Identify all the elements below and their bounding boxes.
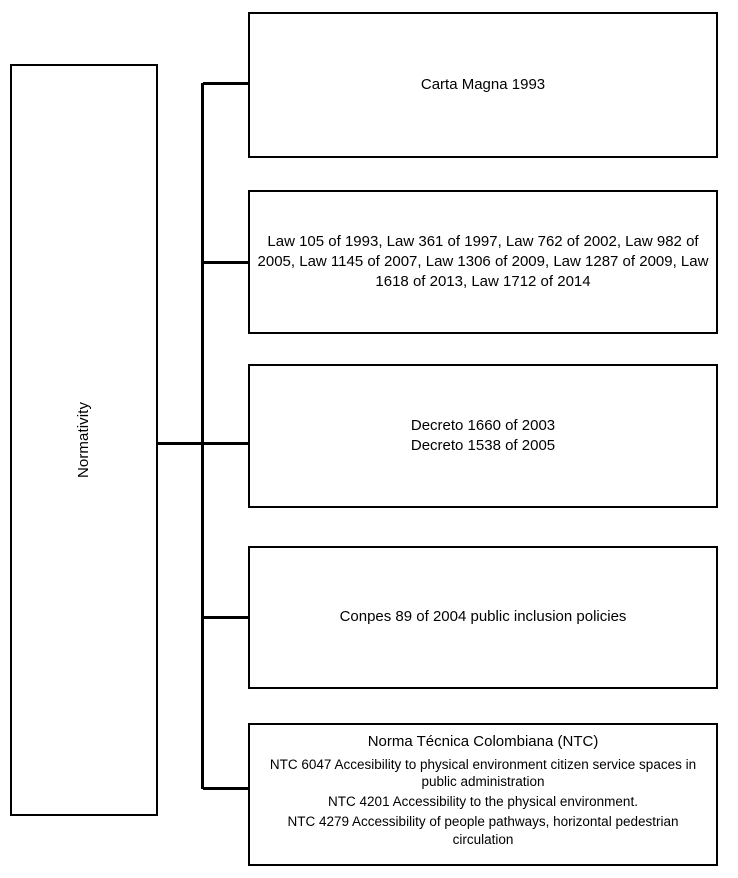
connector-branch-5 — [203, 787, 248, 790]
node-carta-magna[interactable]: Carta Magna 1993 — [248, 12, 718, 158]
node-decretos[interactable]: Decreto 1660 of 2003 Decreto 1538 of 200… — [248, 364, 718, 508]
node-ntc-item-6047: NTC 6047 Accesibility to physical enviro… — [269, 756, 697, 790]
connector-vertical-trunk — [201, 83, 204, 789]
connector-branch-4 — [203, 616, 248, 619]
connector-branch-1 — [203, 82, 248, 85]
node-ntc-title: Norma Técnica Colombiana (NTC) — [367, 733, 599, 750]
node-ntc-item-4201: NTC 4201 Accessibility to the physical e… — [328, 794, 638, 810]
root-node-label: Normativity — [74, 401, 92, 479]
connector-root-to-trunk — [157, 442, 203, 445]
node-carta-magna-label: Carta Magna 1993 — [420, 75, 546, 93]
connector-branch-3 — [203, 442, 248, 445]
node-conpes[interactable]: Conpes 89 of 2004 public inclusion polic… — [248, 546, 718, 689]
node-laws-label: Law 105 of 1993, Law 361 of 1997, Law 76… — [257, 232, 709, 291]
node-conpes-label: Conpes 89 of 2004 public inclusion polic… — [339, 608, 627, 626]
root-node-normativity[interactable]: Normativity — [10, 64, 158, 816]
node-ntc-item-4279: NTC 4279 Accessibility of people pathway… — [287, 814, 679, 848]
node-decretos-label: Decreto 1660 of 2003 Decreto 1538 of 200… — [410, 416, 556, 454]
connector-branch-2 — [203, 261, 248, 264]
node-ntc[interactable]: Norma Técnica Colombiana (NTC) NTC 6047 … — [248, 723, 718, 866]
node-laws[interactable]: Law 105 of 1993, Law 361 of 1997, Law 76… — [248, 190, 718, 334]
